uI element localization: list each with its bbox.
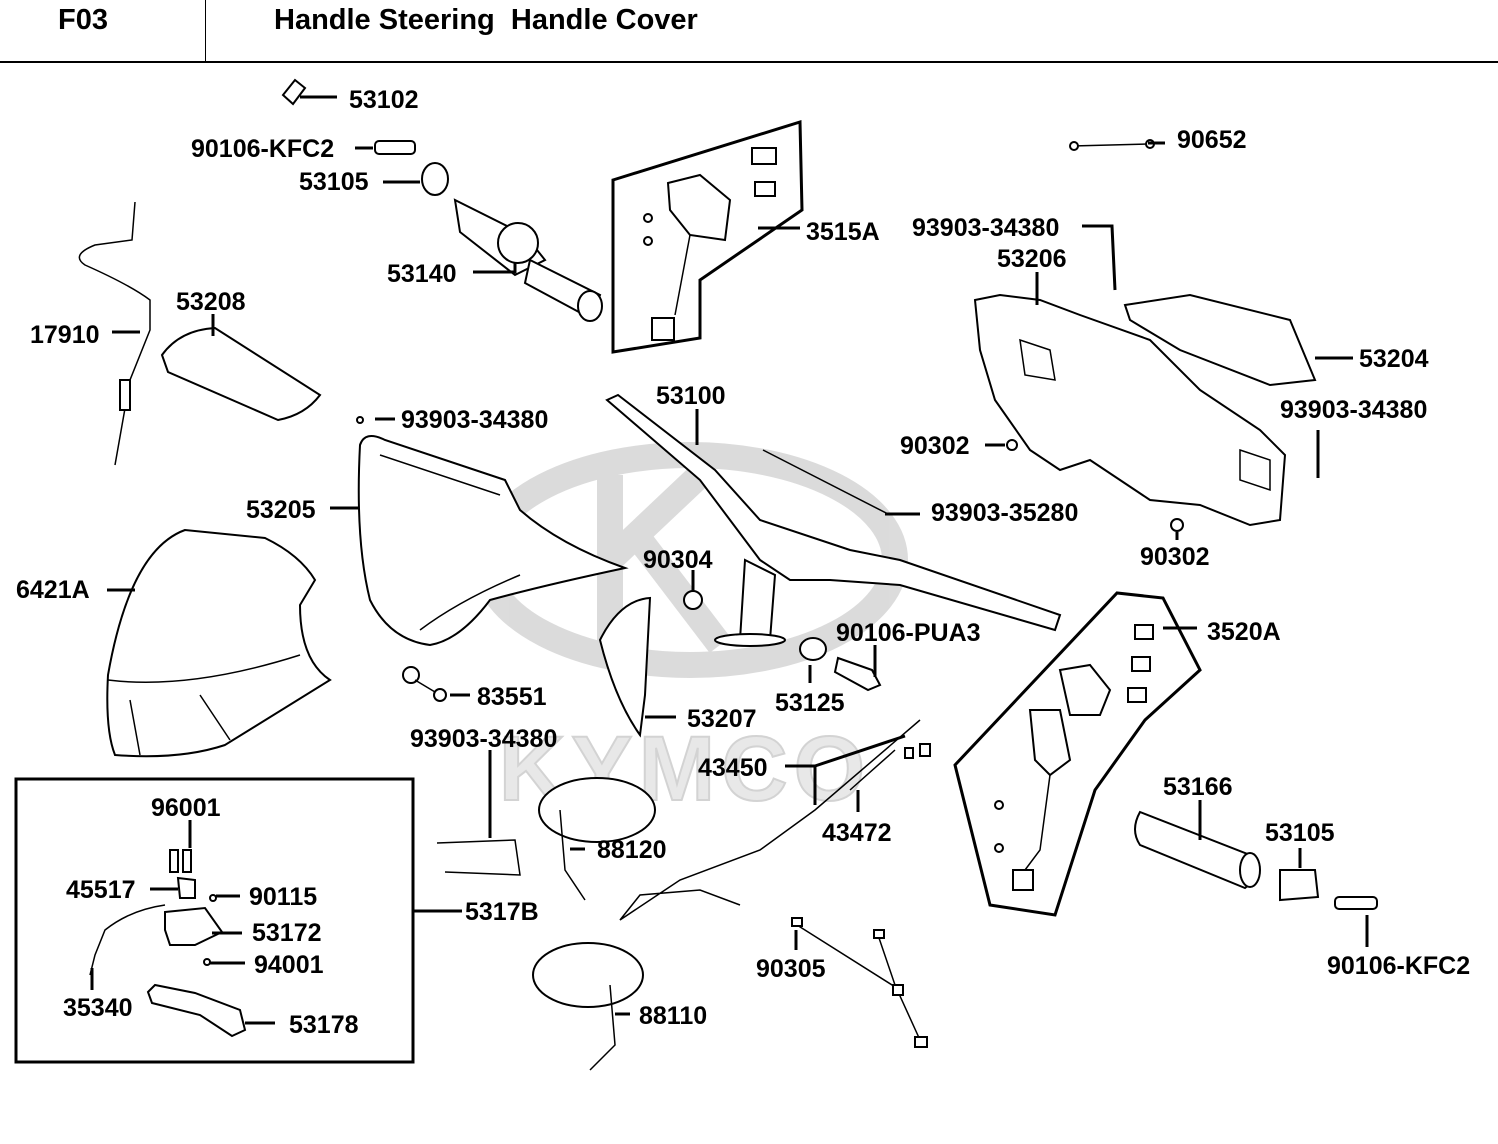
callout-90106-kfc2-right: 90106-KFC2: [1327, 952, 1470, 980]
callout-83551: 83551: [477, 683, 547, 711]
callout-17910: 17910: [30, 321, 100, 349]
callout-53205: 53205: [246, 496, 316, 524]
page-code: F03: [58, 4, 108, 36]
callout-53105-right: 53105: [1265, 819, 1335, 847]
callout-90302-upper: 90302: [900, 432, 970, 460]
callout-53102: 53102: [349, 86, 419, 114]
callout-90106-kfc2-left: 90106-KFC2: [191, 135, 334, 163]
callout-88110: 88110: [639, 1002, 707, 1030]
callout-6421a: 6421A: [16, 576, 90, 604]
callout-96001: 96001: [151, 794, 221, 822]
callout-53204: 53204: [1359, 345, 1429, 373]
callout-88120: 88120: [597, 836, 667, 864]
callout-93903-34380-lower: 93903-34380: [410, 725, 557, 753]
page-title: Handle Steering Handle Cover: [274, 4, 698, 36]
callout-53125: 53125: [775, 689, 845, 717]
callout-93903-35280: 93903-35280: [931, 499, 1078, 527]
watermark-text: KYMCO: [499, 718, 871, 820]
header: F03 Handle Steering Handle Cover: [0, 0, 1498, 63]
callout-94001: 94001: [254, 951, 324, 979]
callout-90106-pua3: 90106-PUA3: [836, 619, 981, 647]
callout-53105-left: 53105: [299, 168, 369, 196]
callout-93903-34380-right: 93903-34380: [1280, 396, 1427, 424]
callout-53140: 53140: [387, 260, 457, 288]
callout-43472: 43472: [822, 819, 892, 847]
inset-parts: [89, 849, 247, 1038]
callout-90115: 90115: [249, 883, 317, 911]
callout-53100: 53100: [656, 382, 726, 410]
callout-53207: 53207: [687, 705, 757, 733]
callout-90652: 90652: [1177, 126, 1247, 154]
kymco-watermark: KYMCO: [472, 442, 908, 821]
callout-53206: 53206: [997, 245, 1067, 273]
callout-53178: 53178: [289, 1011, 359, 1039]
callout-90302-lower: 90302: [1140, 543, 1210, 571]
callout-90305: 90305: [756, 955, 826, 983]
callout-35340: 35340: [63, 994, 133, 1022]
callout-labels: 53102 90106-KFC2 53105 53140 3515A 90652…: [16, 86, 1470, 1039]
callout-90304: 90304: [643, 546, 713, 574]
callout-43450: 43450: [698, 754, 768, 782]
leader-lines: [90, 95, 1369, 1025]
callout-93903-34380-mid: 93903-34380: [401, 406, 548, 434]
callout-53166: 53166: [1163, 773, 1233, 801]
header-rule: [0, 61, 1498, 63]
part-drawings: [78, 78, 1378, 1071]
callout-5317b: 5317B: [465, 898, 539, 926]
callout-53172: 53172: [252, 919, 322, 947]
header-divider: [205, 0, 206, 62]
callout-93903-34380-upper: 93903-34380: [912, 214, 1059, 242]
inset-box: [14, 777, 415, 1064]
callout-45517: 45517: [66, 876, 136, 904]
callout-3515a: 3515A: [806, 218, 880, 246]
callout-53208: 53208: [176, 288, 246, 316]
callout-3520a: 3520A: [1207, 618, 1281, 646]
